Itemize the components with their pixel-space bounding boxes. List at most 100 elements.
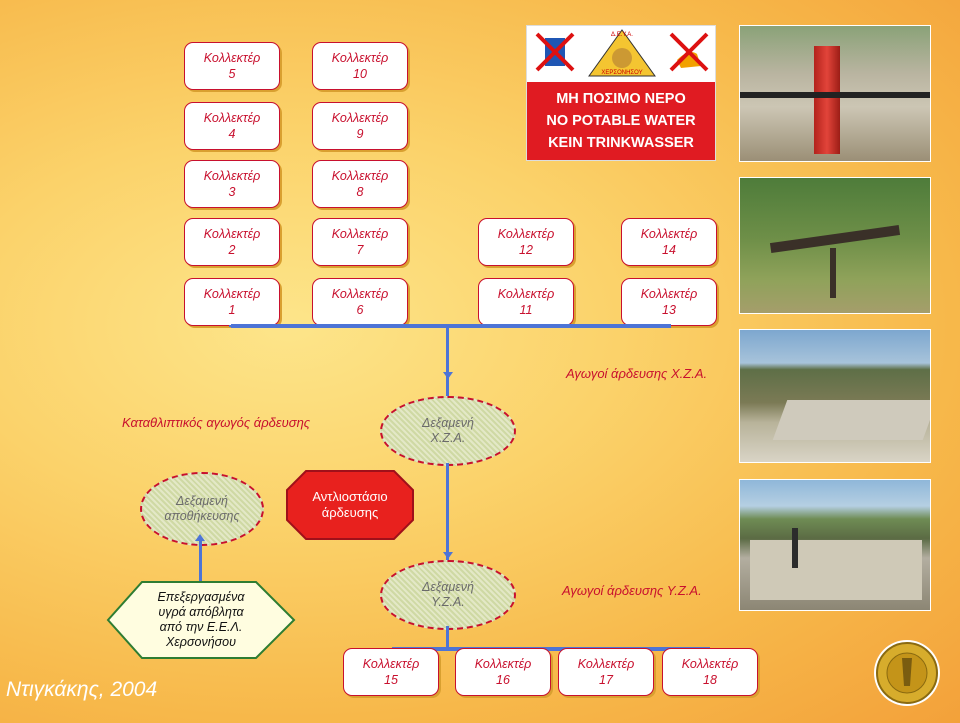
collector-number: 15: [384, 672, 398, 688]
no-handwash-icon: [667, 30, 711, 74]
effluent-line2: υγρά απόβλητα: [157, 605, 244, 620]
effluent-line3: από την Ε.Ε.Λ.: [157, 620, 244, 635]
collector-box-13: Κολλεκτέρ 13: [621, 278, 717, 326]
collector-number: 12: [519, 242, 533, 258]
collector-number: 1: [229, 302, 236, 318]
pipe-xza-vertical: [446, 326, 449, 398]
effluent-text: Επεξεργασμένα υγρά απόβλητα από την Ε.Ε.…: [106, 580, 296, 660]
collector-number: 17: [599, 672, 613, 688]
pipe-reservoir-link: [446, 463, 449, 563]
collector-label: Κολλεκτέρ: [578, 656, 635, 672]
pump-station-line2: άρδευσης: [312, 505, 387, 521]
collector-number: 3: [229, 184, 236, 200]
pipe-effluent-up: [199, 540, 202, 585]
collector-number: 4: [229, 126, 236, 142]
photo-pump-station: [739, 479, 931, 611]
collector-box-6: Κολλεκτέρ 6: [312, 278, 408, 326]
collector-number: 14: [662, 242, 676, 258]
arrow-down-icon: [443, 372, 453, 379]
label-pipes-xza: Αγωγοί άρδευσης Χ.Ζ.Α.: [566, 366, 707, 381]
label-pressure-pipe: Καταθλιπτικός αγωγός άρδευσης: [122, 415, 310, 430]
no-drinking-icon: [533, 30, 577, 74]
collector-number: 13: [662, 302, 676, 318]
reservoir-xza: Δεξαμενή Χ.Ζ.Α.: [380, 396, 516, 466]
collector-box-4: Κολλεκτέρ 4: [184, 102, 280, 150]
sign-line-greek: ΜΗ ΠΟΣΙΜΟ ΝΕΡΟ: [527, 88, 715, 110]
collector-number: 11: [520, 302, 533, 318]
hydrant-shape: [814, 46, 840, 154]
collector-box-14: Κολλεκτέρ 14: [621, 218, 717, 266]
collector-number: 7: [357, 242, 364, 258]
collector-number: 6: [357, 302, 364, 318]
collector-box-8: Κολλεκτέρ 8: [312, 160, 408, 208]
university-seal-icon: [872, 638, 942, 708]
post-shape: [830, 248, 836, 298]
deya-badge-bottom: ΧΕΡΣΟΝΗΣΟΥ: [595, 70, 649, 76]
pipe-yza-vertical: [446, 626, 449, 648]
author-credit: Ντιγκάκης, 2004: [6, 678, 157, 702]
reservoir-xza-line2: Χ.Ζ.Α.: [422, 431, 474, 446]
arrow-down-icon: [443, 552, 453, 559]
hose-shape: [740, 92, 930, 98]
collector-label: Κολλεκτέρ: [641, 286, 698, 302]
collector-label: Κολλεκτέρ: [332, 286, 389, 302]
collector-box-2: Κολλεκτέρ 2: [184, 218, 280, 266]
collector-label: Κολλεκτέρ: [204, 286, 261, 302]
sign-line-english: NO POTABLE WATER: [527, 110, 715, 132]
collector-box-18: Κολλεκτέρ 18: [662, 648, 758, 696]
reservoir-yza: Δεξαμενή Υ.Ζ.Α.: [380, 560, 516, 630]
reservoir-yza-line2: Υ.Ζ.Α.: [422, 595, 474, 610]
arrow-up-icon: [195, 534, 205, 541]
deya-badge-top: Δ.Ε.Υ.Α.: [607, 32, 637, 38]
collector-box-12: Κολλεκτέρ 12: [478, 218, 574, 266]
pipe-yza-horizontal: [392, 647, 710, 651]
collector-number: 9: [357, 126, 364, 142]
collector-label: Κολλεκτέρ: [204, 168, 261, 184]
collector-label: Κολλεκτέρ: [332, 50, 389, 66]
collector-box-10: Κολλεκτέρ 10: [312, 42, 408, 90]
pipe-xza-horizontal: [231, 324, 671, 328]
collector-number: 10: [353, 66, 367, 82]
collector-label: Κολλεκτέρ: [204, 110, 261, 126]
collector-label: Κολλεκτέρ: [363, 656, 420, 672]
collector-label: Κολλεκτέρ: [204, 50, 261, 66]
collector-box-11: Κολλεκτέρ 11: [478, 278, 574, 326]
sign-line-german: KEIN TRINKWASSER: [527, 132, 715, 154]
collector-label: Κολλεκτέρ: [641, 226, 698, 242]
sign-banner: ΜΗ ΠΟΣΙΜΟ ΝΕΡΟ NO POTABLE WATER KEIN TRI…: [527, 82, 715, 160]
collector-label: Κολλεκτέρ: [498, 226, 555, 242]
pump-station-line1: Αντλιοστάσιο: [312, 489, 387, 505]
collector-label: Κολλεκτέρ: [332, 168, 389, 184]
storage-tank-line1: Δεξαμενή: [164, 494, 239, 509]
pipe-shape: [792, 528, 798, 568]
storage-tank-line2: αποθήκευσης: [164, 509, 239, 524]
pump-station-label: Αντλιοστάσιο άρδευσης: [286, 470, 414, 540]
collector-box-5: Κολλεκτέρ 5: [184, 42, 280, 90]
collector-label: Κολλεκτέρ: [475, 656, 532, 672]
collector-box-3: Κολλεκτέρ 3: [184, 160, 280, 208]
collector-number: 5: [229, 66, 236, 82]
collector-box-15: Κολλεκτέρ 15: [343, 648, 439, 696]
collector-box-16: Κολλεκτέρ 16: [455, 648, 551, 696]
tank-roof-shape: [773, 400, 931, 440]
collector-label: Κολλεκτέρ: [498, 286, 555, 302]
collector-box-7: Κολλεκτέρ 7: [312, 218, 408, 266]
collector-box-9: Κολλεκτέρ 9: [312, 102, 408, 150]
collector-box-17: Κολλεκτέρ 17: [558, 648, 654, 696]
collector-number: 16: [496, 672, 510, 688]
collector-number: 8: [357, 184, 364, 200]
collector-box-1: Κολλεκτέρ 1: [184, 278, 280, 326]
pipe-xza-drop-1: [229, 325, 233, 327]
warning-sign: Δ.Ε.Υ.Α. ΧΕΡΣΟΝΗΣΟΥ ΜΗ ΠΟΣΙΜΟ ΝΕΡΟ NO PO…: [526, 25, 716, 161]
effluent-line1: Επεξεργασμένα: [157, 590, 244, 605]
collector-number: 18: [703, 672, 717, 688]
reservoir-xza-line1: Δεξαμενή: [422, 416, 474, 431]
collector-label: Κολλεκτέρ: [332, 226, 389, 242]
photo-reservoir-landscape: [739, 329, 931, 463]
effluent-line4: Χερσονήσου: [157, 635, 244, 650]
collector-label: Κολλεκτέρ: [204, 226, 261, 242]
concrete-structure-shape: [750, 540, 922, 600]
collector-label: Κολλεκτέρ: [682, 656, 739, 672]
photo-field-pipes: [739, 177, 931, 314]
label-pipes-yza: Αγωγοί άρδευσης Υ.Ζ.Α.: [562, 583, 702, 598]
